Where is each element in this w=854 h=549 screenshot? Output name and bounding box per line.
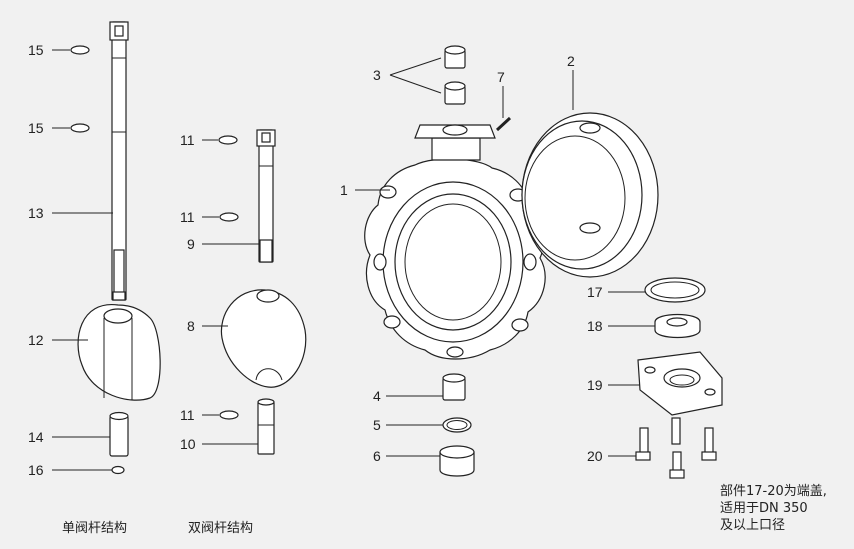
o-ring-11-upper: [218, 135, 238, 145]
single-stem-assembly: [70, 21, 161, 475]
o-ring-11-middle: [219, 212, 239, 222]
callout-13: 13: [28, 205, 44, 221]
caption-double-stem: 双阀杆结构: [188, 521, 253, 536]
callout-10: 10: [180, 436, 196, 452]
callout-5: 5: [373, 417, 381, 433]
callout-7: 7: [497, 69, 505, 85]
note-line-3: 及以上口径: [720, 518, 785, 533]
bottom-plug-6: [439, 451, 475, 477]
callout-4: 4: [373, 388, 381, 404]
callout-18: 18: [587, 318, 603, 334]
disc-8: [220, 289, 307, 388]
callout-8: 8: [187, 318, 195, 334]
stem-10: [257, 401, 275, 455]
callout-11-upper: 11: [180, 132, 195, 148]
callout-17: 17: [587, 284, 603, 300]
seat-assembly: [521, 112, 659, 278]
pin-7: [495, 116, 512, 132]
bushing-14: [109, 415, 129, 457]
double-stem-assembly: [218, 129, 307, 455]
captions: 单阀杆结构 双阀杆结构 部件17-20为端盖, 适用于DN 350 及以上口径: [62, 484, 827, 536]
callout-11-middle: 11: [180, 209, 195, 225]
callout-19: 19: [587, 377, 603, 393]
note-line-2: 适用于DN 350: [720, 501, 808, 516]
stem-13-lower: [113, 249, 125, 299]
callout-numbers: 15 15 13 12 14 16 11 11 9 8 11 10 3 7 2 …: [28, 42, 603, 478]
callout-6: 6: [373, 448, 381, 464]
bolt-20b: [671, 417, 681, 445]
o-ring-15-lower: [70, 123, 90, 133]
note-line-1: 部件17-20为端盖,: [720, 484, 827, 499]
callout-16: 16: [28, 462, 44, 478]
callout-15-lower: 15: [28, 120, 44, 136]
valve-body-group: [364, 45, 546, 477]
disc-8-hub: [256, 289, 280, 303]
disc-12: [77, 304, 161, 401]
callout-20: 20: [587, 448, 603, 464]
washer-16: [111, 465, 125, 475]
disc-12-hub: [103, 308, 133, 324]
callout-11-lower: 11: [180, 407, 195, 423]
stem-13-key: [114, 25, 124, 37]
o-ring-15-upper: [70, 45, 90, 55]
callout-14: 14: [28, 429, 44, 445]
end-cover-assembly: [635, 277, 723, 479]
o-ring-11-lower: [219, 410, 239, 420]
callout-12: 12: [28, 332, 44, 348]
leader-lines: [52, 49, 655, 471]
caption-single-stem: 单阀杆结构: [62, 521, 127, 536]
callout-3: 3: [373, 67, 381, 83]
callout-1: 1: [340, 182, 348, 198]
callout-2: 2: [567, 53, 575, 69]
callout-9: 9: [187, 236, 195, 252]
callout-15-upper: 15: [28, 42, 44, 58]
